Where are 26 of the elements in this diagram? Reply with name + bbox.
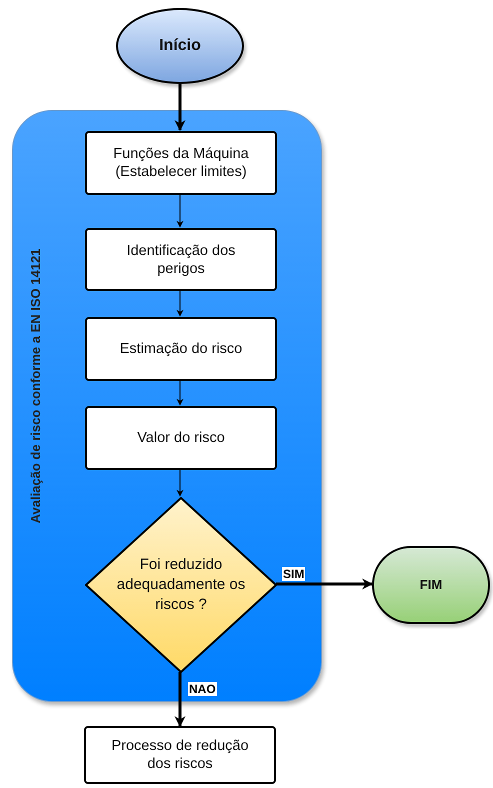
terminal-label: FIM — [420, 576, 442, 594]
process-text: Valor do risco — [136, 429, 226, 447]
process-text: Identificação dos perigos — [126, 242, 236, 278]
process-text: Funções da Máquina (Estabelecer limites) — [112, 145, 250, 181]
end-terminal — [372, 546, 490, 624]
terminal-label: Início — [159, 37, 201, 55]
process-text: Estimação do risco — [118, 340, 244, 358]
decision-diamond — [85, 497, 277, 673]
process-box — [85, 228, 277, 291]
process-text: Processo de redução dos riscos — [110, 737, 250, 773]
arrow — [176, 468, 184, 497]
process-box — [85, 406, 277, 470]
arrow — [276, 578, 374, 590]
arrow — [176, 380, 184, 406]
arrow — [174, 84, 186, 132]
arrow — [176, 194, 184, 228]
edge-label: NAO — [188, 682, 217, 696]
arrow — [174, 672, 186, 728]
decision-text: Foi reduzido adequadamente os riscos ? — [116, 555, 246, 615]
arrow — [176, 290, 184, 317]
edge-label: SIM — [282, 567, 306, 581]
group-title: Avaliação de risco conforme a EN ISO 14121 — [27, 248, 44, 524]
process-box — [84, 726, 276, 784]
process-box — [85, 317, 277, 381]
process-box — [85, 131, 277, 195]
group-container — [12, 110, 322, 702]
